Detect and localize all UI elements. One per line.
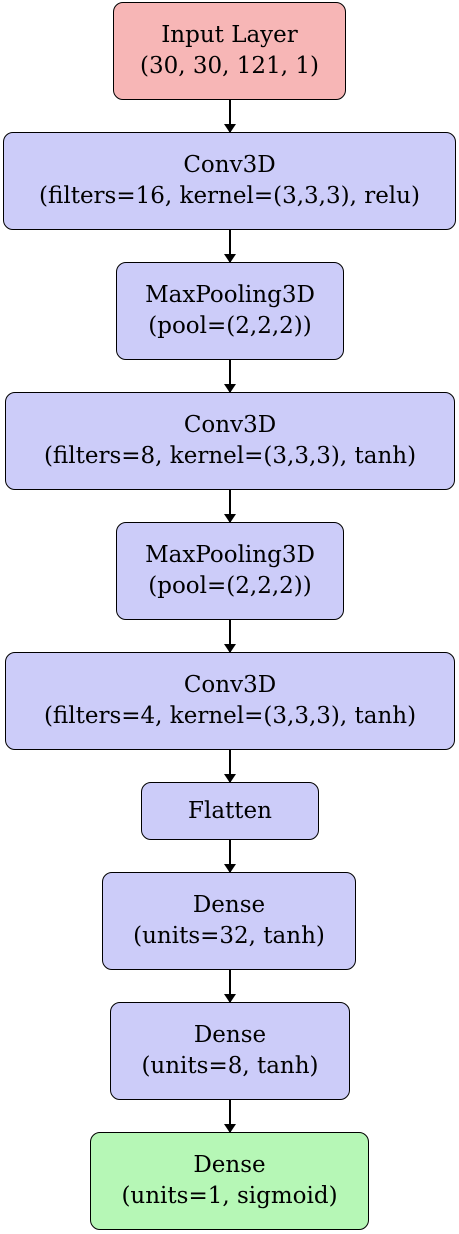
dense-2-title: Dense [193, 1022, 267, 1048]
arrow-pool2-to-conv3 [224, 620, 236, 653]
arrow-dense2-to-output [224, 1100, 236, 1133]
arrow-conv1-to-pool1 [224, 230, 236, 263]
arrow-conv3-to-flatten [224, 750, 236, 783]
output-layer-params: (units=1, sigmoid) [121, 1183, 338, 1209]
arrow-input-to-conv1 [224, 100, 236, 133]
dense-2-params: (units=8, tanh) [141, 1053, 319, 1079]
input-layer-node: Input Layer (30, 30, 121, 1) [113, 2, 346, 100]
output-layer-title: Dense [193, 1152, 266, 1178]
flatten-node: Flatten [141, 782, 319, 840]
conv3d-2-title: Conv3D [183, 412, 277, 438]
maxpool3d-2-params: (pool=(2,2,2)) [148, 573, 312, 599]
conv3d-1-node: Conv3D (filters=16, kernel=(3,3,3), relu… [3, 132, 456, 230]
conv3d-1-title: Conv3D [183, 152, 276, 178]
conv3d-3-title: Conv3D [183, 672, 277, 698]
flatten-title: Flatten [188, 797, 272, 824]
maxpool3d-2-title: MaxPooling3D [145, 542, 315, 568]
maxpool3d-2-node: MaxPooling3D (pool=(2,2,2)) [116, 522, 344, 620]
arrow-conv2-to-pool2 [224, 490, 236, 523]
conv3d-2-params: (filters=8, kernel=(3,3,3), tanh) [43, 443, 417, 469]
input-layer-title: Input Layer [161, 22, 298, 48]
maxpool3d-1-params: (pool=(2,2,2)) [148, 313, 312, 339]
arrow-pool1-to-conv2 [224, 360, 236, 393]
dense-1-title: Dense [192, 892, 266, 918]
arrow-flatten-to-dense1 [224, 840, 236, 873]
conv3d-3-node: Conv3D (filters=4, kernel=(3,3,3), tanh) [5, 652, 455, 750]
dense-2-node: Dense (units=8, tanh) [110, 1002, 350, 1100]
conv3d-3-params: (filters=4, kernel=(3,3,3), tanh) [43, 703, 417, 729]
maxpool3d-1-title: MaxPooling3D [145, 282, 315, 308]
output-layer-node: Dense (units=1, sigmoid) [90, 1132, 369, 1230]
dense-1-node: Dense (units=32, tanh) [102, 872, 356, 970]
conv3d-2-node: Conv3D (filters=8, kernel=(3,3,3), tanh) [5, 392, 455, 490]
arrow-dense1-to-dense2 [224, 970, 236, 1003]
conv3d-1-params: (filters=16, kernel=(3,3,3), relu) [39, 183, 420, 209]
dense-1-params: (units=32, tanh) [133, 923, 325, 949]
input-layer-shape: (30, 30, 121, 1) [140, 53, 319, 79]
maxpool3d-1-node: MaxPooling3D (pool=(2,2,2)) [116, 262, 344, 360]
